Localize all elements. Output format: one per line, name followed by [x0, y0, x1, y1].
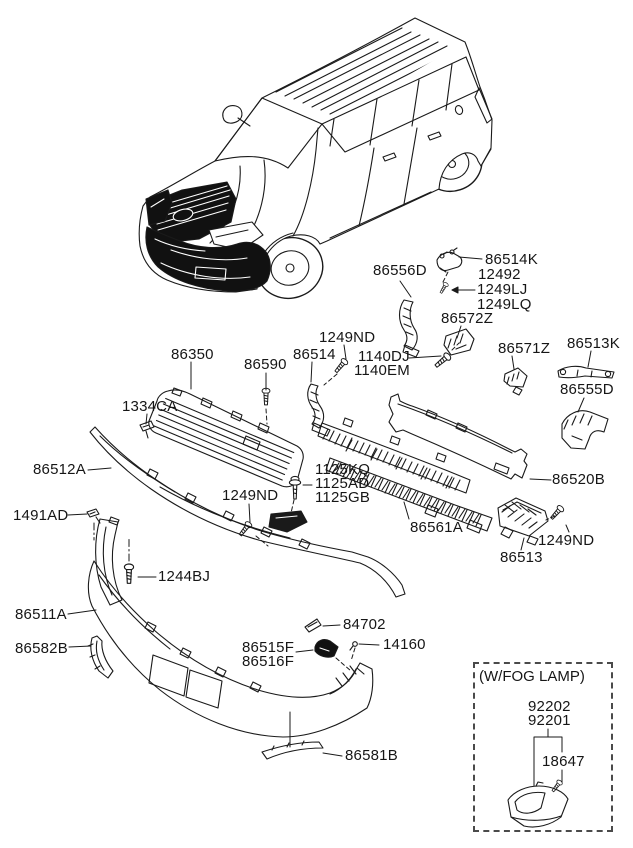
dashed-leader-lines — [255, 269, 556, 672]
bracket-86514k — [436, 247, 463, 273]
part-label-86513: 86513 — [500, 549, 543, 566]
bracket-86571z — [503, 367, 528, 396]
windshield — [214, 97, 323, 169]
screw-86590 — [261, 387, 271, 406]
strip-84702 — [304, 618, 322, 633]
rocker-line — [329, 191, 432, 239]
strip-86582b — [87, 635, 114, 679]
part-label-12492: 12492 — [478, 266, 521, 283]
part-label-1244BJ: 1244BJ — [158, 568, 211, 585]
headlight-left — [145, 189, 173, 226]
window-pillars — [329, 63, 453, 147]
bolt-12492 — [438, 281, 450, 295]
fog-lamp-92201 — [507, 781, 569, 828]
part-label-86581B: 86581B — [345, 747, 398, 764]
front-fender-line — [292, 127, 319, 237]
fuel-door — [454, 105, 464, 115]
upper-bumper-86512a — [89, 426, 406, 606]
part-label-86571Z: 86571Z — [498, 340, 551, 357]
bracket-86572z — [443, 328, 475, 356]
part-label-84702: 84702 — [343, 616, 386, 633]
door-seams — [358, 127, 418, 227]
rear-bumper-line — [480, 148, 492, 167]
bracket-86556d — [398, 299, 420, 358]
part-label-1249LQ: 1249LQ — [477, 296, 532, 313]
part-label-1249ND-top: 1249ND — [319, 329, 376, 346]
bracket-86513k — [557, 365, 615, 379]
car-illustration — [138, 17, 493, 299]
tail-lamp — [474, 87, 493, 124]
part-label-1125AD: 1125AD — [315, 475, 370, 492]
door-handles — [382, 131, 442, 162]
part-label-86511A: 86511A — [15, 606, 67, 623]
bracket-86514 — [307, 383, 331, 437]
part-label-1249ND-right: 1249ND — [538, 532, 595, 549]
strip-86581b — [261, 740, 324, 760]
roof-rails — [275, 27, 457, 115]
fog-lamp-box-title: (W/FOG LAMP) — [479, 668, 585, 685]
fog-lamp-option-box — [473, 662, 613, 832]
fog-lamp-cover-86513 — [497, 497, 549, 546]
part-label-92202: 92202 — [528, 698, 571, 715]
part-label-86561A: 86561A — [410, 519, 463, 536]
part-label-86513K: 86513K — [567, 335, 620, 352]
part-label-1249ND-mid: 1249ND — [222, 487, 279, 504]
bracket-86555d — [561, 410, 609, 450]
part-label-14160: 14160 — [383, 636, 426, 653]
part-label-1125KQ: 1125KQ — [315, 461, 371, 478]
screw-1249nd-right — [548, 503, 566, 522]
part-label-86514: 86514 — [293, 346, 336, 363]
part-label-86512A: 86512A — [33, 461, 86, 478]
clip-14160 — [349, 641, 358, 651]
brand-badge — [172, 208, 194, 222]
part-label-18647: 18647 — [542, 753, 585, 770]
part-label-1140DJ: 1140DJ — [358, 348, 410, 365]
part-label-86520B: 86520B — [552, 471, 605, 488]
bolt-1125 — [288, 475, 302, 500]
clip-1334ca — [139, 420, 155, 439]
part-label-1334CA: 1334CA — [122, 398, 178, 415]
part-label-86350: 86350 — [171, 346, 214, 363]
part-label-86516F: 86516F — [242, 653, 295, 670]
part-label-86514K: 86514K — [485, 251, 538, 268]
part-label-1491AD: 1491AD — [13, 507, 69, 524]
part-label-86582B: 86582B — [15, 640, 68, 657]
part-label-92201: 92201 — [528, 712, 571, 729]
part-label-86590: 86590 — [244, 356, 287, 373]
part-label-86515F: 86515F — [242, 639, 295, 656]
part-label-86556D: 86556D — [373, 262, 427, 279]
mirror — [222, 105, 251, 127]
lower-bumper-86511a — [87, 560, 374, 738]
part-label-1140EM: 1140EM — [354, 362, 410, 379]
part-label-1249LJ: 1249LJ — [477, 281, 528, 298]
dash-dot-leader-lines — [93, 522, 130, 562]
side-glass — [321, 56, 480, 153]
clip-1491ad — [86, 508, 101, 524]
part-label-86572Z: 86572Z — [441, 310, 494, 327]
screw-1244bj — [123, 563, 135, 584]
part-label-1125GB: 1125GB — [315, 489, 371, 506]
leader-lines — [67, 256, 592, 787]
bumper-beam-86520b — [388, 393, 528, 480]
radiator-grille-86350 — [148, 387, 304, 488]
part-label-86555D: 86555D — [560, 381, 614, 398]
energy-absorber-86561a — [317, 417, 493, 534]
bolt-1140dj — [432, 351, 453, 370]
bracket-86515f — [314, 639, 339, 658]
